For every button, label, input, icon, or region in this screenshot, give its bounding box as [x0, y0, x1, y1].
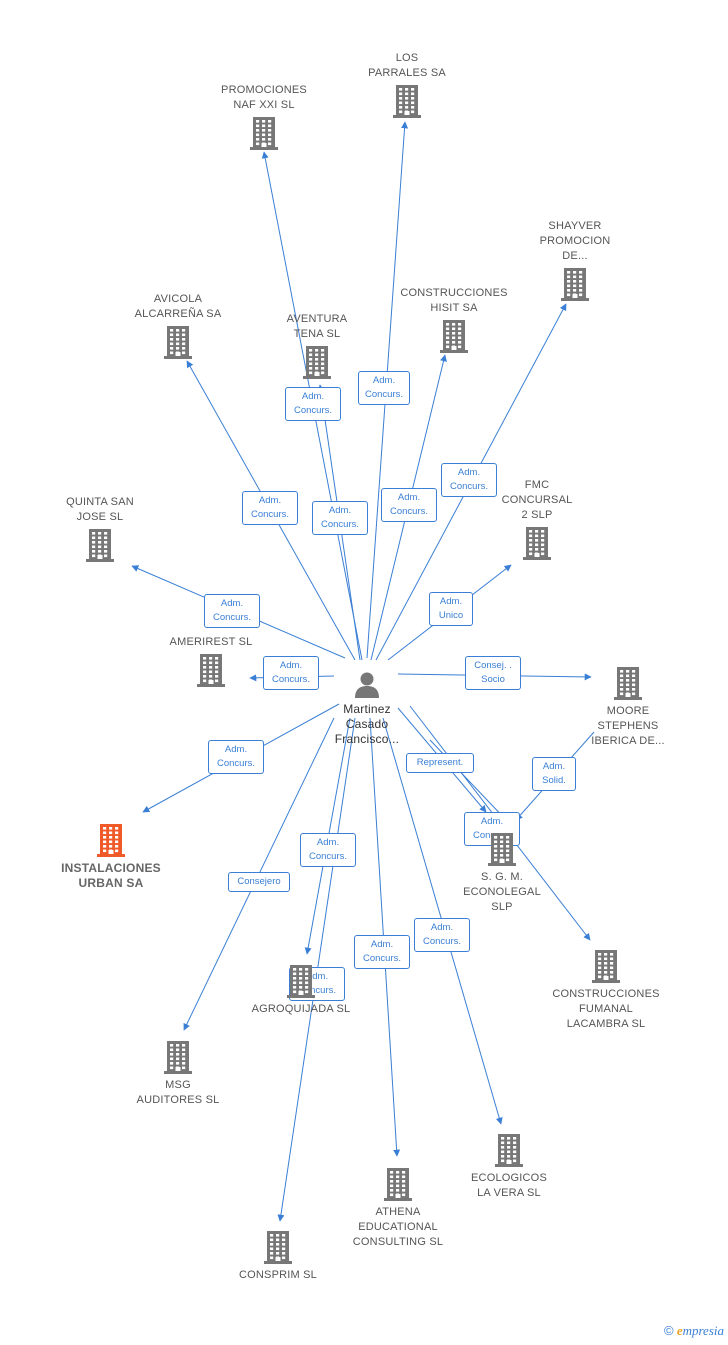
edge-label-msg[interactable]: Consejero — [228, 872, 290, 892]
building-icon — [523, 527, 551, 560]
edge-label-amerirest[interactable]: Adm. Concurs. — [263, 656, 319, 690]
company-label: QUINTA SAN JOSE SL — [66, 496, 134, 523]
edge-label-avicola[interactable]: Adm. Concurs. — [242, 491, 298, 525]
company-label: INSTALACIONES URBAN SA — [61, 861, 161, 890]
company-node-amerirest[interactable]: AMERIREST SL — [136, 635, 286, 687]
company-label: CONSTRUCCIONES HISIT SA — [400, 287, 508, 314]
edge-label-instalaciones[interactable]: Adm. Concurs. — [208, 740, 264, 774]
edge-label-fmc[interactable]: Adm. Unico — [429, 592, 473, 626]
edge-label-ecologicos[interactable]: Adm. Concurs. — [414, 918, 470, 952]
edge-label-moore[interactable]: Consej. . Socio — [465, 656, 521, 690]
company-node-quinta[interactable]: QUINTA SAN JOSE SL — [25, 495, 175, 562]
company-label: AGROQUIJADA SL — [251, 1003, 351, 1015]
edge-label-agroquijada[interactable]: Adm. Concurs. — [300, 833, 356, 867]
edge-label-shayver[interactable]: Adm. Concurs. — [441, 463, 497, 497]
company-node-ecologicos[interactable]: ECOLOGICOS LA VERA SL — [434, 1133, 584, 1201]
building-icon — [250, 117, 278, 150]
person-node-center[interactable]: Martinez Casado Francisco... — [292, 670, 442, 747]
building-icon — [384, 1168, 412, 1201]
building-icon — [495, 1134, 523, 1167]
edge-label-promociones-naf[interactable]: Adm. Concurs. — [285, 387, 341, 421]
company-label: ECOLOGICOS LA VERA SL — [471, 1172, 547, 1199]
company-label: LOS PARRALES SA — [368, 52, 446, 79]
company-label: S. G. M. ECONOLEGAL SLP — [463, 871, 541, 913]
building-icon — [488, 833, 516, 866]
edge-label-sgm[interactable]: Represent. — [406, 753, 474, 773]
company-node-promociones-naf[interactable]: PROMOCIONES NAF XXI SL — [189, 83, 339, 150]
edge-label-los-parrales[interactable]: Adm. Concurs. — [358, 371, 410, 405]
building-icon — [97, 824, 125, 857]
company-node-sgm[interactable]: S. G. M. ECONOLEGAL SLP — [427, 832, 577, 915]
edge-label-athena[interactable]: Adm. Concurs. — [354, 935, 410, 969]
company-label: SHAYVER PROMOCION DE... — [539, 220, 611, 262]
building-icon — [264, 1231, 292, 1264]
building-icon — [393, 85, 421, 118]
company-label: AMERIREST SL — [169, 636, 253, 648]
company-node-fmc[interactable]: FMC CONCURSAL 2 SLP — [462, 478, 612, 560]
company-label: MSG AUDITORES SL — [136, 1079, 220, 1106]
company-node-construcciones-hisit[interactable]: CONSTRUCCIONES HISIT SA — [379, 286, 529, 353]
building-icon — [592, 950, 620, 983]
building-icon — [287, 965, 315, 998]
company-node-consprim[interactable]: CONSPRIM SL — [203, 1230, 353, 1283]
edge-label-construcciones-hisit[interactable]: Adm. Concurs. — [381, 488, 437, 522]
company-label: MOORE STEPHENS IBERICA DE... — [591, 705, 665, 747]
company-node-aventura[interactable]: AVENTURA TENA SL — [242, 312, 392, 379]
edge-label-sgm[interactable]: Adm. Solid. — [532, 757, 576, 791]
edge-label-aventura[interactable]: Adm. Concurs. — [312, 501, 368, 535]
company-node-instalaciones[interactable]: INSTALACIONES URBAN SA — [36, 823, 186, 891]
building-icon — [197, 654, 225, 687]
person-label: Martinez Casado Francisco... — [334, 702, 400, 746]
building-icon — [86, 529, 114, 562]
company-node-athena[interactable]: ATHENA EDUCATIONAL CONSULTING SL — [323, 1167, 473, 1250]
company-label: CONSTRUCCIONES FUMANAL LACAMBRA SL — [552, 988, 660, 1030]
building-icon — [164, 1041, 192, 1074]
company-node-agroquijada[interactable]: AGROQUIJADA SL — [226, 964, 376, 1017]
company-label: AVENTURA TENA SL — [286, 313, 348, 340]
person-icon — [355, 672, 379, 698]
company-node-moore[interactable]: MOORE STEPHENS IBERICA DE... — [553, 666, 703, 749]
building-icon — [561, 268, 589, 301]
brand-logo: © empresia — [663, 1323, 724, 1338]
company-label: FMC CONCURSAL 2 SLP — [501, 479, 573, 521]
company-label: PROMOCIONES NAF XXI SL — [221, 84, 307, 111]
company-node-shayver[interactable]: SHAYVER PROMOCION DE... — [500, 219, 650, 301]
building-icon — [440, 320, 468, 353]
company-label: AVICOLA ALCARREÑA SA — [134, 293, 222, 320]
company-label: CONSPRIM SL — [239, 1269, 317, 1281]
company-node-avicola[interactable]: AVICOLA ALCARREÑA SA — [103, 292, 253, 359]
company-node-msg[interactable]: MSG AUDITORES SL — [103, 1040, 253, 1108]
company-label: ATHENA EDUCATIONAL CONSULTING SL — [352, 1206, 444, 1248]
building-icon — [614, 667, 642, 700]
company-node-los-parrales[interactable]: LOS PARRALES SA — [332, 51, 482, 118]
company-node-construcciones-fumanal[interactable]: CONSTRUCCIONES FUMANAL LACAMBRA SL — [531, 949, 681, 1032]
building-icon — [164, 326, 192, 359]
edge-label-quinta[interactable]: Adm. Concurs. — [204, 594, 260, 628]
building-icon — [303, 346, 331, 379]
